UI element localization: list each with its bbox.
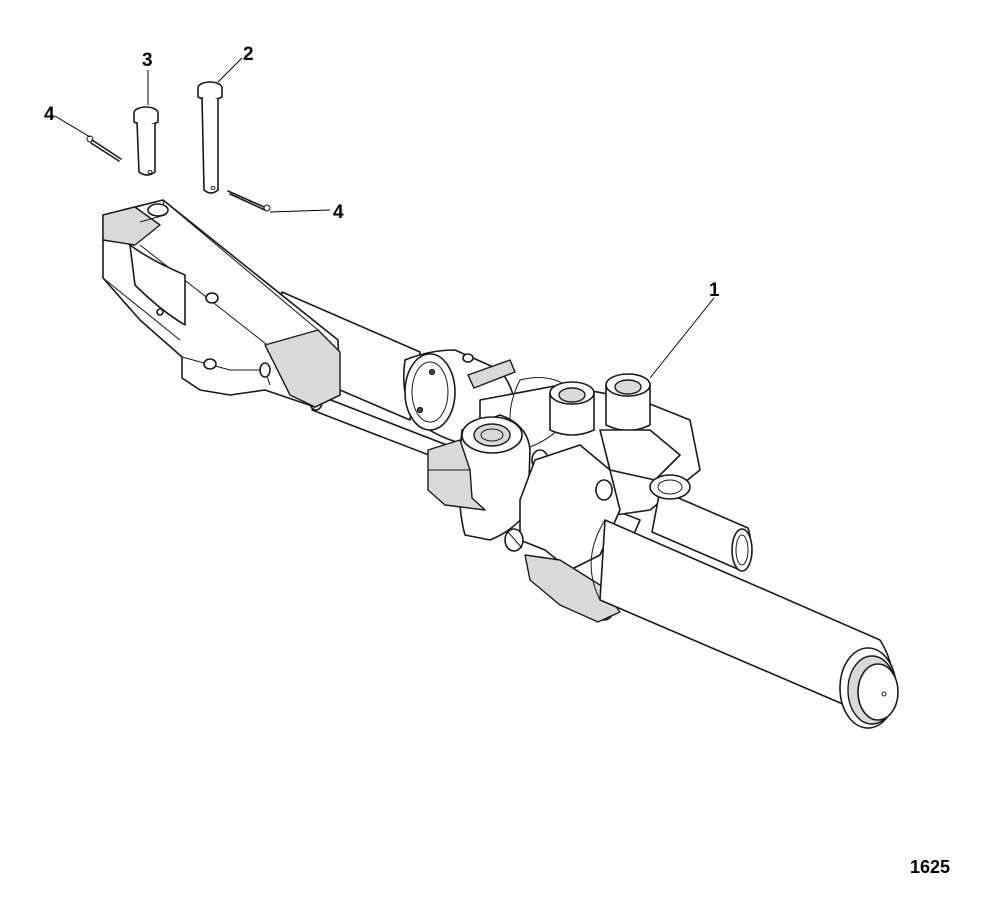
leader-lines <box>54 57 715 379</box>
cotter-pin-left <box>86 135 122 162</box>
callout-4-right: 4 <box>333 202 344 223</box>
clevis-pin-long <box>197 81 223 194</box>
leader-4-left <box>54 115 91 138</box>
leader-4-right <box>269 209 331 213</box>
figure-number: 1625 <box>909 857 950 877</box>
leader-2 <box>217 57 243 83</box>
cotter-pin-right <box>227 190 271 212</box>
steering-cylinder-assembly <box>102 199 899 729</box>
callout-1: 1 <box>709 280 720 301</box>
callout-2: 2 <box>243 44 254 65</box>
callout-4-left: 4 <box>44 104 55 125</box>
callout-3: 3 <box>142 50 153 71</box>
clevis-pin-short <box>133 106 159 176</box>
leader-1 <box>649 297 715 379</box>
